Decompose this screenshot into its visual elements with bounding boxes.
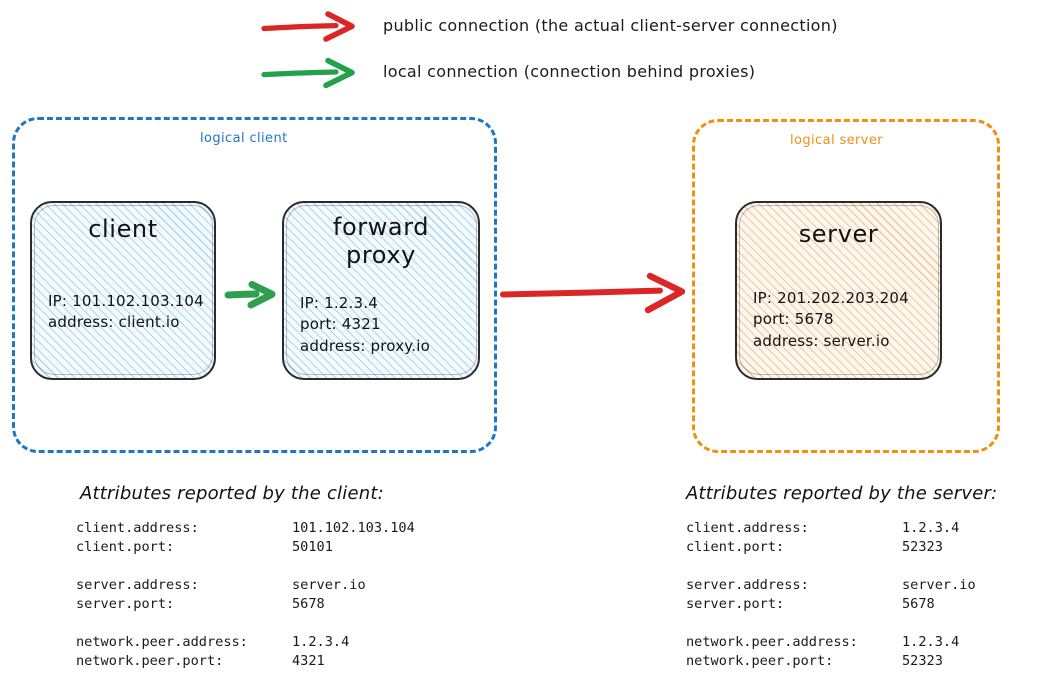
- table-row: network.peer.address: 1.2.3.4: [686, 633, 976, 652]
- node-server-prop-address: address: server.io: [753, 331, 890, 350]
- node-forward-proxy-prop-address: address: proxy.io: [300, 336, 430, 355]
- server-attributes-group: network.peer.address: 1.2.3.4 network.pe…: [686, 633, 976, 671]
- node-client: client IP: 101.102.103.104 address: clie…: [30, 201, 216, 380]
- attr-value: 52323: [902, 539, 943, 555]
- red-arrow-icon: [261, 11, 355, 42]
- node-forward-proxy-title-line2: proxy: [346, 241, 416, 270]
- attr-key: client.port:: [76, 539, 175, 555]
- attr-key: client.port:: [686, 539, 785, 555]
- server-attributes-table: client.address: 1.2.3.4 client.port: 523…: [686, 519, 976, 671]
- node-forward-proxy-props: IP: 1.2.3.4 port: 4321 address: proxy.io: [300, 293, 430, 357]
- table-row: client.port: 52323: [686, 538, 976, 557]
- node-server: server IP: 201.202.203.204 port: 5678 ad…: [735, 201, 942, 380]
- node-server-prop-port: port: 5678: [753, 310, 834, 329]
- table-row: client.port: 50101: [76, 538, 415, 557]
- attr-value: 50101: [292, 539, 333, 555]
- legend-label-local: local connection (connection behind prox…: [383, 62, 756, 81]
- node-forward-proxy-title-line1: forward: [332, 213, 430, 241]
- attr-key: server.address:: [76, 577, 199, 593]
- logical-client-container: [12, 117, 497, 453]
- attr-key: client.address:: [76, 520, 199, 536]
- attr-value: 5678: [292, 596, 325, 612]
- attr-value: 5678: [902, 596, 935, 612]
- node-forward-proxy-prop-ip: IP: 1.2.3.4: [300, 294, 378, 312]
- node-client-title: client: [88, 215, 158, 243]
- attr-key: network.peer.address:: [686, 634, 858, 650]
- attr-value: server.io: [902, 577, 976, 593]
- attr-key: network.peer.port:: [686, 653, 834, 669]
- attr-value: 1.2.3.4: [292, 634, 350, 650]
- node-forward-proxy-prop-port: port: 4321: [300, 315, 381, 334]
- server-attributes-group: server.address: server.io server.port: 5…: [686, 576, 976, 614]
- table-row: server.port: 5678: [76, 595, 415, 614]
- attr-value: 52323: [902, 653, 943, 669]
- attr-value: 1.2.3.4: [902, 634, 960, 650]
- node-server-prop-ip: IP: 201.202.203.204: [753, 289, 909, 307]
- attr-key: network.peer.address:: [76, 634, 248, 650]
- logical-client-title: logical client: [200, 131, 288, 146]
- table-row: network.peer.port: 52323: [686, 652, 976, 671]
- server-attributes-heading: Attributes reported by the server:: [686, 483, 998, 504]
- arrow-client-to-proxy: [224, 281, 276, 309]
- legend-label-public: public connection (the actual client-ser…: [383, 16, 838, 35]
- logical-server-container: [692, 119, 1000, 453]
- node-server-props: IP: 201.202.203.204 port: 5678 address: …: [753, 288, 909, 352]
- attr-value: 101.102.103.104: [292, 520, 415, 536]
- table-row: client.address: 101.102.103.104: [76, 519, 415, 538]
- table-row: server.port: 5678: [686, 595, 976, 614]
- table-row: server.address: server.io: [76, 576, 415, 595]
- attr-key: server.port:: [686, 596, 785, 612]
- attr-key: server.address:: [686, 577, 809, 593]
- client-attributes-table: client.address: 101.102.103.104 client.p…: [76, 519, 415, 671]
- client-attributes-group: server.address: server.io server.port: 5…: [76, 576, 415, 614]
- node-forward-proxy: forward proxy IP: 1.2.3.4 port: 4321 add…: [282, 201, 480, 380]
- attr-key: network.peer.port:: [76, 653, 224, 669]
- client-attributes-heading: Attributes reported by the client:: [80, 483, 384, 504]
- node-server-title: server: [798, 220, 879, 248]
- table-row: network.peer.port: 4321: [76, 652, 415, 671]
- logical-server-title: logical server: [790, 133, 884, 148]
- attr-key: client.address:: [686, 520, 809, 536]
- table-row: server.address: server.io: [686, 576, 976, 595]
- node-client-prop-address: address: client.io: [48, 313, 180, 332]
- node-client-prop-ip: IP: 101.102.103.104: [48, 292, 204, 310]
- green-arrow-icon: [261, 57, 355, 89]
- arrow-proxy-to-server: [500, 272, 686, 314]
- attr-value: server.io: [292, 577, 366, 593]
- node-client-props: IP: 101.102.103.104 address: client.io: [48, 291, 204, 334]
- attr-value: 4321: [292, 653, 325, 669]
- server-attributes-group: client.address: 1.2.3.4 client.port: 523…: [686, 519, 976, 557]
- attr-key: server.port:: [76, 596, 175, 612]
- node-forward-proxy-title: forward proxy: [284, 213, 478, 270]
- attr-value: 1.2.3.4: [902, 520, 960, 536]
- table-row: client.address: 1.2.3.4: [686, 519, 976, 538]
- client-attributes-group: client.address: 101.102.103.104 client.p…: [76, 519, 415, 557]
- client-attributes-group: network.peer.address: 1.2.3.4 network.pe…: [76, 633, 415, 671]
- table-row: network.peer.address: 1.2.3.4: [76, 633, 415, 652]
